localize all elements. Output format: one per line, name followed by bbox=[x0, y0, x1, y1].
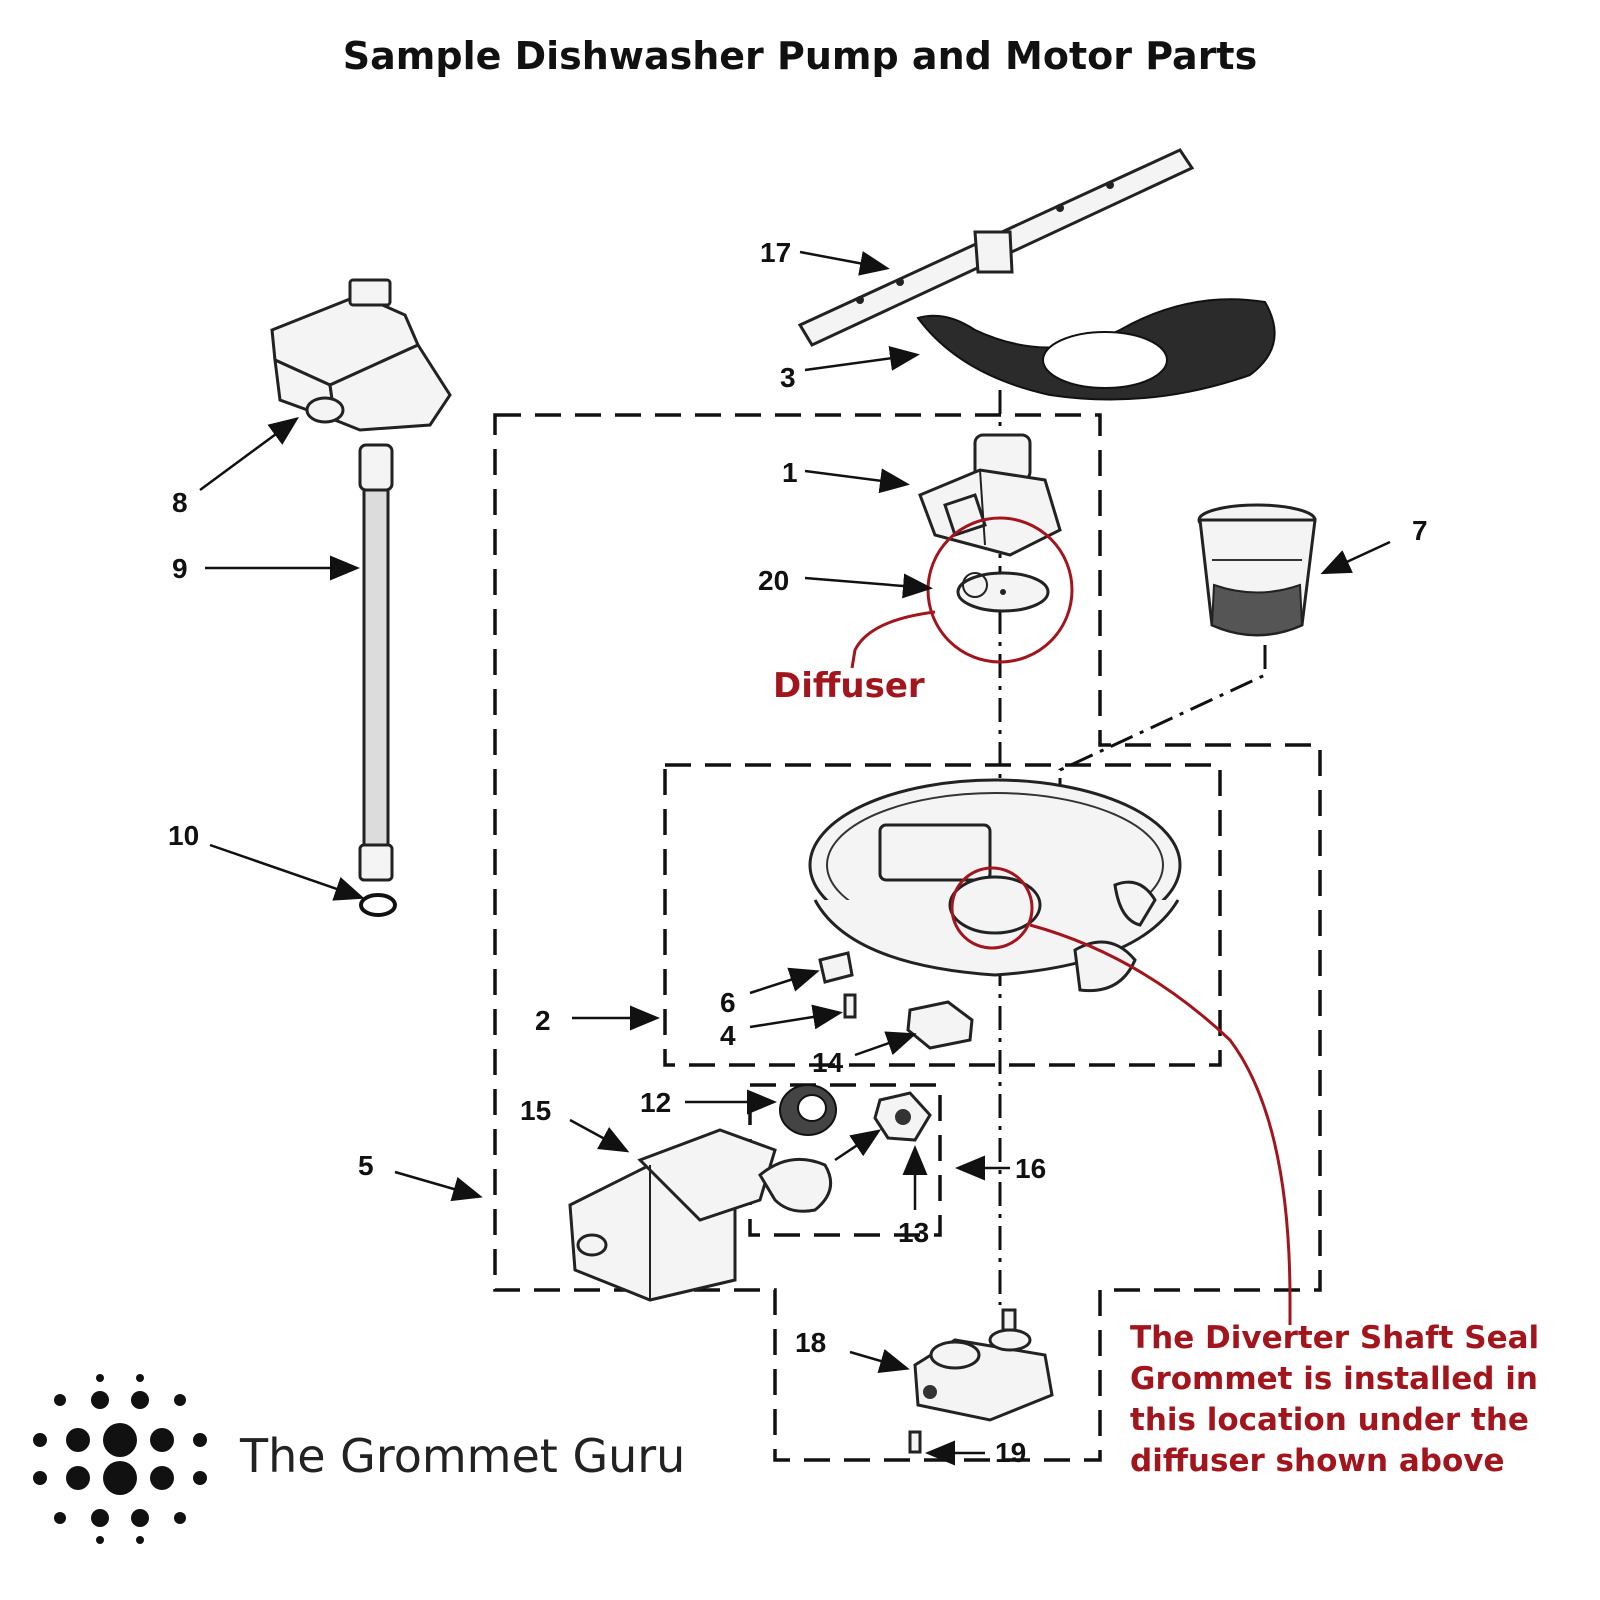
leader-lines bbox=[199, 250, 1391, 1466]
label-part-15: 15 bbox=[520, 1095, 551, 1126]
drain-pump-part-8 bbox=[270, 278, 452, 432]
label-part-4: 4 bbox=[720, 1020, 736, 1051]
diffuser-part-20 bbox=[956, 571, 1050, 613]
strainer-part-7 bbox=[1197, 503, 1317, 637]
label-part-3: 3 bbox=[780, 362, 796, 393]
grommet-note: The Diverter Shaft Seal Grommet is insta… bbox=[1130, 1320, 1539, 1479]
brand-name: The Grommet Guru bbox=[239, 1429, 685, 1483]
label-part-1: 1 bbox=[782, 457, 798, 488]
impeller-part-13 bbox=[873, 1091, 932, 1142]
label-part-6: 6 bbox=[720, 987, 736, 1018]
label-part-20: 20 bbox=[758, 565, 789, 596]
clip-part-6 bbox=[818, 951, 854, 984]
svg-text:The Diverter Shaft Seal: The Diverter Shaft Seal bbox=[1130, 1320, 1539, 1356]
svg-text:diffuser shown above: diffuser shown above bbox=[1130, 1443, 1505, 1479]
seal-part-12 bbox=[779, 1084, 837, 1136]
sump-base bbox=[808, 778, 1182, 993]
label-part-19: 19 bbox=[995, 1437, 1026, 1468]
hose-clamp-part-10 bbox=[359, 893, 397, 917]
svg-text:this location under the: this location under the bbox=[1130, 1402, 1529, 1438]
spray-arm-part-17 bbox=[797, 148, 1195, 347]
grommet-callout-line bbox=[1029, 923, 1292, 1325]
diffuser-annotation: Diffuser bbox=[773, 666, 925, 706]
grommet-location-circle bbox=[950, 866, 1034, 950]
assembly-box-2 bbox=[663, 763, 1222, 1067]
label-part-14: 14 bbox=[812, 1047, 844, 1078]
brand-logo-icon bbox=[33, 1374, 207, 1544]
label-part-16: 16 bbox=[1015, 1153, 1046, 1184]
label-part-10: 10 bbox=[168, 820, 199, 851]
label-part-8: 8 bbox=[172, 487, 188, 518]
label-part-12: 12 bbox=[640, 1087, 671, 1118]
assembly-box-5 bbox=[493, 413, 1322, 1462]
pump-motor-part-15 bbox=[568, 1128, 833, 1302]
pump-housing-part-1 bbox=[918, 433, 1062, 557]
label-part-18: 18 bbox=[795, 1327, 826, 1358]
label-part-13: 13 bbox=[898, 1217, 929, 1248]
diagram-title: Sample Dishwasher Pump and Motor Parts bbox=[342, 34, 1258, 78]
label-part-17: 17 bbox=[760, 237, 791, 268]
label-part-9: 9 bbox=[172, 553, 188, 584]
strainer-axis bbox=[1058, 645, 1267, 870]
screw-part-4 bbox=[843, 993, 857, 1019]
label-part-7: 7 bbox=[1412, 515, 1428, 546]
connector-part-14 bbox=[906, 1000, 974, 1050]
label-part-2: 2 bbox=[535, 1005, 551, 1036]
svg-text:Grommet is installed in: Grommet is installed in bbox=[1130, 1361, 1538, 1397]
filter-screen-part-3 bbox=[916, 298, 1276, 401]
screw-part-19 bbox=[908, 1430, 922, 1454]
diffuser-callout-line bbox=[850, 610, 936, 669]
drain-hose-part-9 bbox=[358, 443, 394, 882]
label-part-5: 5 bbox=[358, 1150, 374, 1181]
diverter-motor-part-18 bbox=[913, 1308, 1054, 1422]
